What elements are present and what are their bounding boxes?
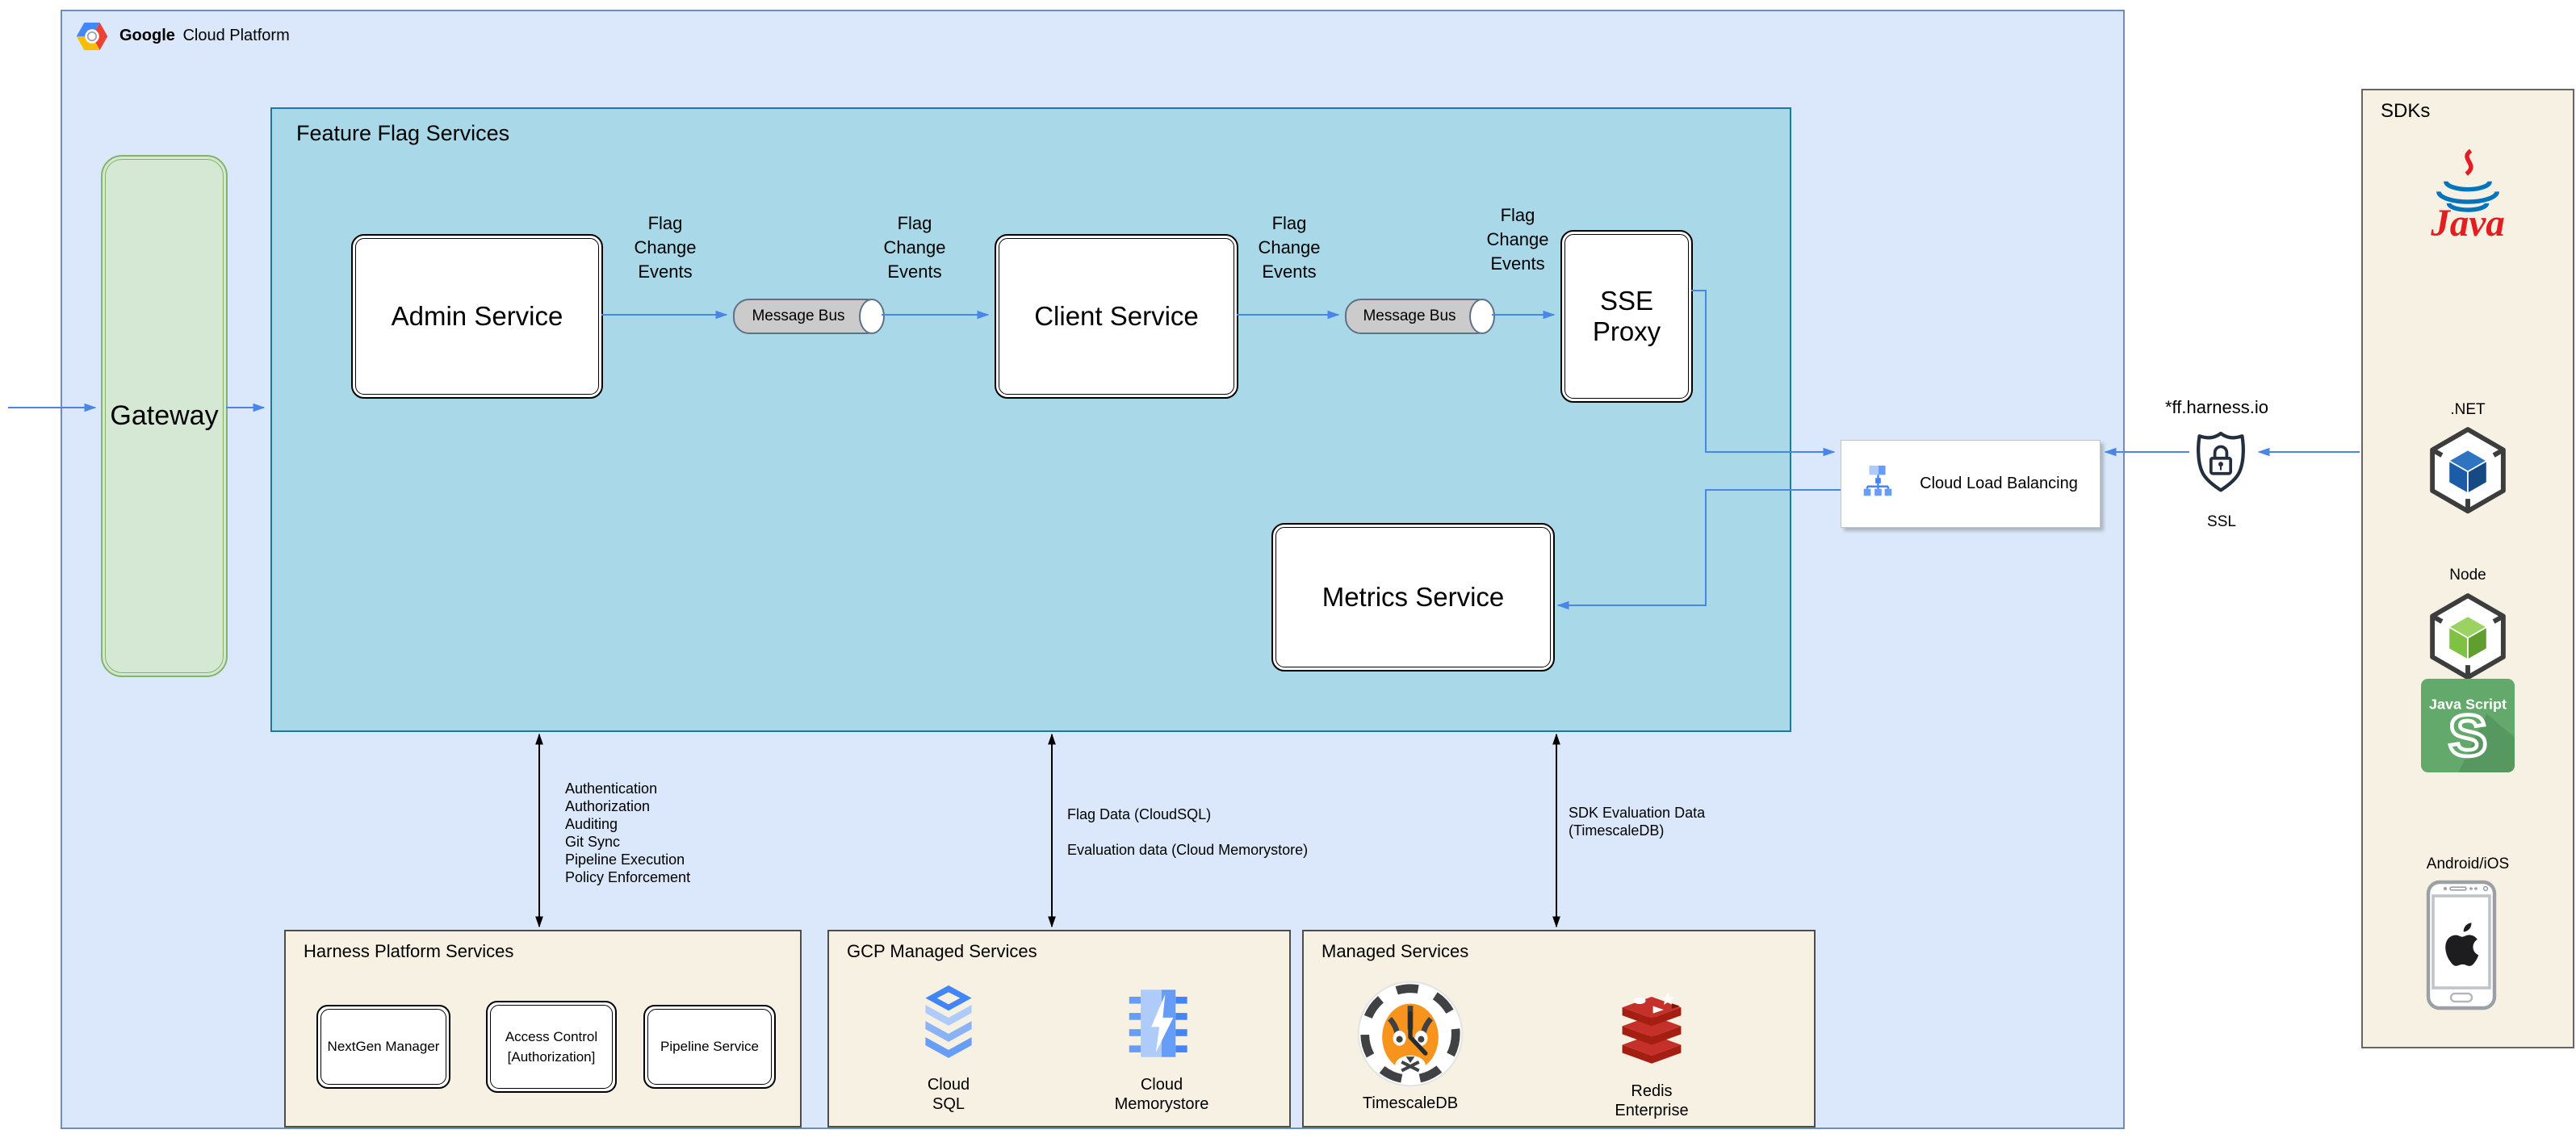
platform-capabilities-list: Authentication Authorization Auditing Gi… bbox=[565, 780, 690, 886]
flag-change-events-label-4: Flag Change Events bbox=[1486, 205, 1549, 274]
node-sdk-icon bbox=[2430, 593, 2506, 680]
platform-capability: Authorization bbox=[565, 798, 651, 814]
javascript-sdk-icon: Java Script S bbox=[2421, 679, 2515, 772]
platform-capability: Authentication bbox=[565, 780, 658, 797]
flag-data-annotation: Flag Data (CloudSQL) bbox=[1067, 806, 1212, 822]
metrics-service-node: Metrics Service bbox=[1271, 523, 1555, 672]
ssl-shield-icon bbox=[2197, 431, 2245, 492]
message-bus-1: Message Bus bbox=[733, 299, 885, 334]
client-service-node: Client Service bbox=[995, 234, 1238, 399]
mobile-phone-icon bbox=[2426, 880, 2497, 1010]
message-bus-2-label: Message Bus bbox=[1363, 308, 1456, 324]
metrics-service-label: Metrics Service bbox=[1322, 582, 1505, 612]
harness-platform-services-title: Harness Platform Services bbox=[304, 941, 514, 961]
pipeline-service-label: Pipeline Service bbox=[660, 1039, 759, 1054]
message-bus-1-label: Message Bus bbox=[752, 308, 845, 324]
flag-change-events-label-2: Flag Change Events bbox=[883, 213, 946, 282]
cloud-memorystore-icon bbox=[1129, 989, 1187, 1057]
dotnet-label: .NET bbox=[2450, 401, 2486, 418]
sse-proxy-node: SSE Proxy bbox=[1560, 230, 1693, 403]
javascript-letter: S bbox=[2448, 704, 2487, 769]
cloud-memorystore-label: Cloud Memorystore bbox=[1114, 1076, 1209, 1113]
cloud-load-balancing-icon bbox=[1863, 465, 1892, 496]
dotnet-sdk-icon bbox=[2430, 427, 2506, 514]
platform-capability: Policy Enforcement bbox=[565, 869, 691, 885]
gcp-header-title: Google Cloud Platform bbox=[119, 27, 290, 45]
nextgen-manager-node: NextGen Manager bbox=[316, 1005, 450, 1089]
sdks-panel: SDKs Java .NET Node Java Script S Androi… bbox=[2361, 89, 2574, 1048]
client-service-label: Client Service bbox=[1034, 301, 1199, 331]
android-ios-label: Android/iOS bbox=[2426, 856, 2510, 872]
timescaledb-label: TimescaleDB bbox=[1362, 1094, 1459, 1112]
java-sdk-icon: Java bbox=[2430, 149, 2505, 241]
message-bus-2: Message Bus bbox=[1345, 299, 1495, 334]
pipeline-service-node: Pipeline Service bbox=[643, 1005, 776, 1089]
gateway-node: Gateway bbox=[101, 155, 228, 677]
managed-services-panel: Managed Services TimescaleDB bbox=[1302, 930, 1816, 1128]
gateway-label: Gateway bbox=[110, 400, 219, 431]
ssl-label: SSL bbox=[2207, 513, 2236, 530]
feature-flag-services-box: Feature Flag Services bbox=[270, 107, 1791, 732]
gcp-managed-services-title: GCP Managed Services bbox=[847, 941, 1037, 961]
cloud-sql-icon bbox=[925, 985, 972, 1058]
flag-change-events-label-3: Flag Change Events bbox=[1258, 213, 1321, 282]
platform-capability: Git Sync bbox=[565, 834, 621, 850]
harness-domain-label: *ff.harness.io bbox=[2164, 397, 2268, 417]
platform-capability: Pipeline Execution bbox=[565, 851, 685, 868]
sdks-title: SDKs bbox=[2381, 100, 2431, 122]
redis-enterprise-label: Redis Enterprise bbox=[1615, 1082, 1689, 1119]
timescaledb-icon bbox=[1357, 981, 1464, 1087]
harness-platform-services-panel: Harness Platform Services NextGen Manage… bbox=[284, 930, 802, 1128]
access-control-node: Access Control [Authorization] bbox=[486, 1001, 617, 1093]
admin-service-label: Admin Service bbox=[391, 301, 563, 331]
sdk-eval-annotation: SDK Evaluation Data (TimescaleDB) bbox=[1569, 805, 1706, 839]
flag-change-events-label-1: Flag Change Events bbox=[634, 213, 697, 282]
gcp-logo-icon bbox=[76, 22, 108, 51]
cloud-sql-label: Cloud SQL bbox=[927, 1076, 970, 1113]
gcp-managed-services-panel: GCP Managed Services Cloud SQL Cloud Mem… bbox=[827, 930, 1291, 1128]
javascript-caption: Java Script bbox=[2429, 697, 2507, 713]
brand-bold: Google bbox=[119, 27, 175, 44]
access-control-label: Access Control [Authorization] bbox=[505, 1028, 598, 1065]
platform-capability: Auditing bbox=[565, 816, 618, 832]
feature-flag-services-title: Feature Flag Services bbox=[296, 121, 510, 145]
admin-service-node: Admin Service bbox=[351, 234, 603, 399]
sse-proxy-label: SSE Proxy bbox=[1592, 286, 1661, 346]
managed-services-title: Managed Services bbox=[1322, 941, 1469, 961]
cloud-load-balancing-node: Cloud Load Balancing bbox=[1841, 440, 2101, 528]
node-label: Node bbox=[2449, 567, 2486, 584]
nextgen-manager-label: NextGen Manager bbox=[327, 1039, 440, 1054]
redis-enterprise-icon bbox=[1622, 992, 1682, 1064]
java-logo-text: Java bbox=[2430, 203, 2505, 241]
cloud-load-balancing-label: Cloud Load Balancing bbox=[1920, 475, 2078, 492]
brand-rest: Cloud Platform bbox=[182, 27, 290, 44]
eval-data-annotation: Evaluation data (Cloud Memorystore) bbox=[1067, 842, 1309, 858]
